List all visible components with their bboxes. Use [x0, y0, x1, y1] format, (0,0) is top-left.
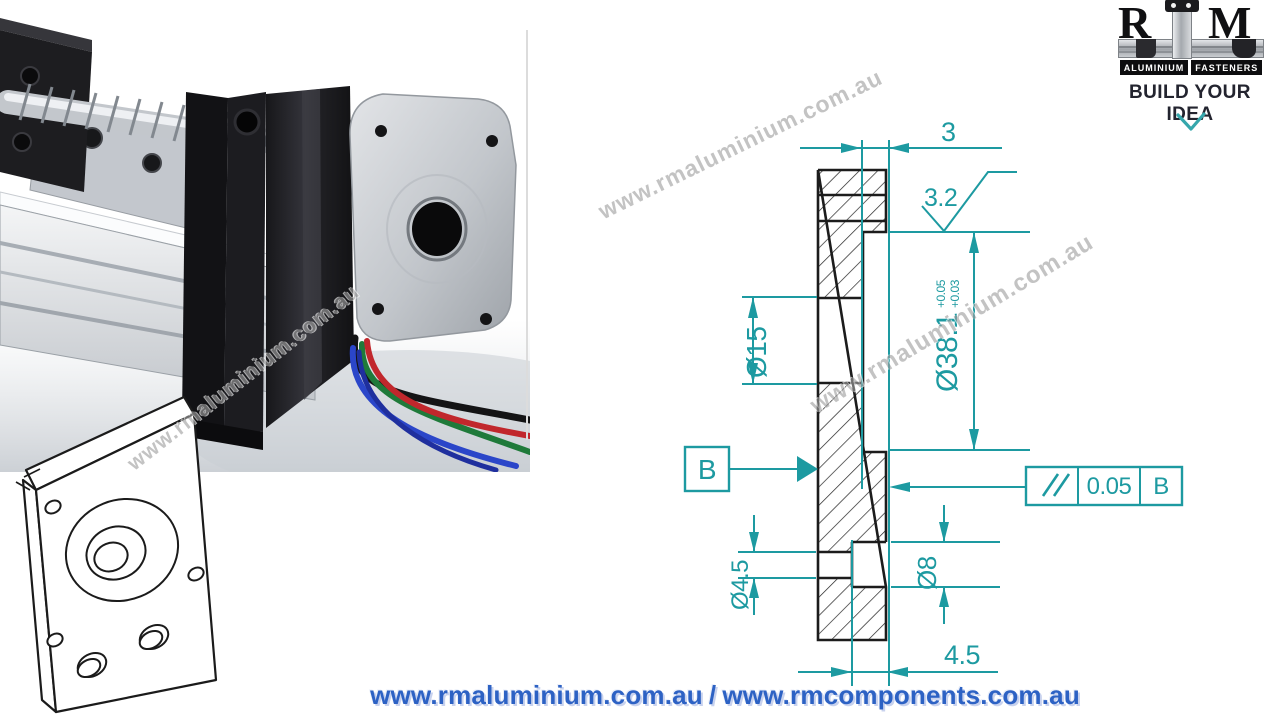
hole-diameter-label: Ø4.5: [727, 560, 754, 610]
counterbore-diameter-label: Ø8: [912, 556, 942, 590]
surface-finish-label: 3.2: [924, 184, 957, 212]
isometric-plate-drawing: [15, 395, 218, 714]
logo-tagline: BUILD YOUR IDEA: [1129, 82, 1251, 125]
footer-url-separator: /: [708, 680, 717, 710]
pilot-tol-upper: +0.05: [934, 279, 948, 308]
logo-gantry-cap: [1165, 0, 1199, 12]
motor-body: [266, 86, 354, 428]
dim-hole-diameter: Ø4.5: [727, 515, 816, 615]
parallelism-datum: B: [1153, 473, 1169, 500]
logo-bracket-right: [1232, 39, 1256, 58]
chevron-down-icon: [1176, 112, 1206, 131]
dim-counterbore-depth: 4.5: [798, 640, 998, 677]
parallelism-frame: 0.05 B: [889, 465, 1184, 507]
extension-lines: [851, 140, 890, 686]
corner-chamfer-marks: [15, 468, 41, 491]
logo-letter-m: M: [1208, 0, 1252, 48]
pilot-tol-lower: +0.03: [948, 279, 962, 308]
bore-diameter-label: Ø15: [741, 327, 772, 378]
badge-fasteners: FASTENERS: [1191, 60, 1263, 75]
logo-bracket-left: [1136, 39, 1156, 58]
dim-recess-depth: 3: [800, 117, 1002, 153]
dim-pilot-diameter: Ø38.1 +0.05 +0.03: [890, 231, 1030, 451]
logo-badges: ALUMINIUM FASTENERS: [1116, 60, 1266, 75]
logo-vertical-extrusion: [1172, 10, 1192, 59]
motor-wires: [349, 334, 530, 472]
surface-finish-icon: [921, 171, 1017, 233]
footer-url-rmcomponents: www.rmcomponents.com.au: [722, 680, 1080, 710]
dim-bore-diameter: Ø15: [741, 296, 817, 385]
logo-letter-r: R: [1118, 0, 1152, 48]
parallelism-value: 0.05: [1087, 473, 1132, 500]
footer-urls: www.rmaluminium.com.au/www.rmcomponents.…: [365, 680, 1085, 711]
plate-holes: [44, 497, 205, 679]
datum-b-flag: B: [683, 445, 818, 493]
mounting-plate: [182, 92, 266, 450]
badge-aluminium: ALUMINIUM: [1119, 60, 1189, 75]
pilot-diameter-label: Ø38.1: [931, 313, 964, 392]
parallelism-icon: [1041, 473, 1071, 497]
motor-front-face: [349, 93, 517, 342]
product-photo-motor-slide: [0, 0, 530, 472]
footer-url-rmaluminium: www.rmaluminium.com.au: [370, 680, 703, 710]
counterbore-depth-label: 4.5: [944, 640, 980, 670]
surface-finish-symbol: 3.2: [921, 171, 1017, 233]
recess-depth-label: 3: [941, 117, 956, 147]
dim-counterbore-diameter: Ø8: [891, 505, 1000, 624]
datum-label: B: [698, 454, 716, 485]
rm-logo: R M ALUMINIUM FASTENERS BUILD YOUR IDEA: [1106, 0, 1274, 138]
